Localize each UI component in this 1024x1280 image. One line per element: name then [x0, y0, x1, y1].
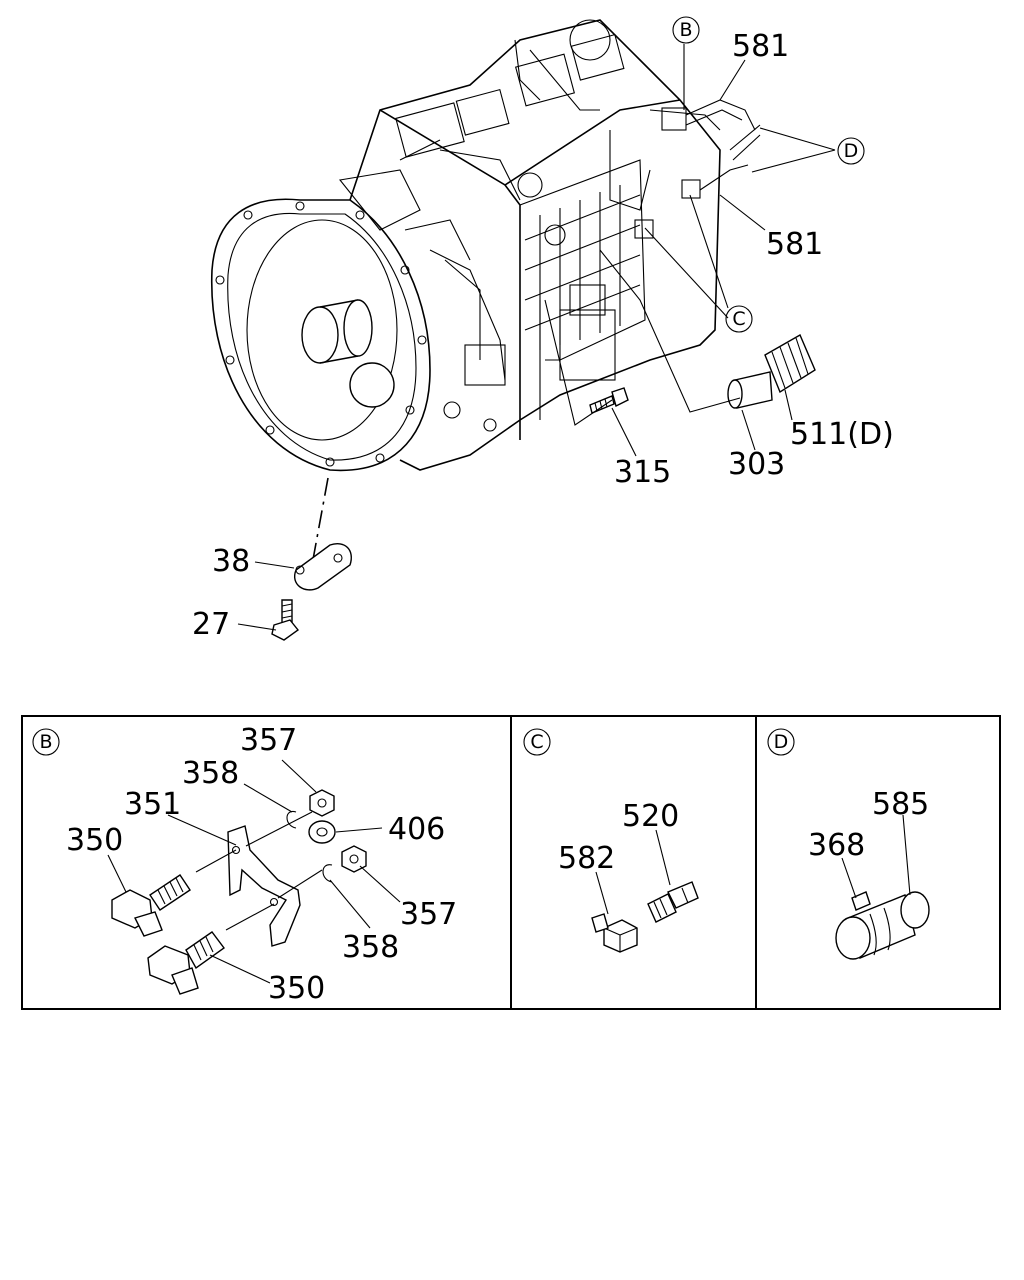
- svg-text:B: B: [39, 731, 52, 753]
- panel-d-marker: D: [767, 728, 795, 756]
- label-315: 315: [614, 455, 671, 490]
- svg-text:C: C: [530, 731, 543, 753]
- label-520: 520: [622, 799, 679, 834]
- label-303: 303: [728, 447, 785, 482]
- clip-358-bottom-drawing: [322, 864, 333, 883]
- panel-b-marker: B: [32, 728, 60, 756]
- detail-panel-b: B: [32, 723, 457, 1006]
- sensor-582-drawing: [591, 913, 638, 953]
- svg-text:D: D: [844, 140, 859, 162]
- plate-38-drawing: [293, 543, 352, 591]
- label-585: 585: [872, 787, 929, 822]
- svg-text:C: C: [732, 308, 745, 330]
- washer-406-drawing: [308, 820, 336, 844]
- detail-panel-d: D 585 368: [767, 728, 930, 960]
- label-406: 406: [388, 812, 445, 847]
- label-351: 351: [124, 787, 181, 822]
- detail-panels-frame: [21, 715, 1001, 1010]
- label-357-top: 357: [240, 723, 297, 758]
- callout-c: C: [725, 305, 753, 333]
- label-511d: 511(D): [790, 417, 894, 452]
- nut-357-right-drawing: [341, 845, 367, 873]
- label-350-bottom: 350: [268, 971, 325, 1006]
- bolt-315-drawing: [589, 387, 629, 414]
- panel-c-marker: C: [523, 728, 551, 756]
- label-357-right: 357: [400, 897, 457, 932]
- label-27: 27: [192, 607, 230, 642]
- label-368: 368: [808, 828, 865, 863]
- clamp-368-drawing: [851, 891, 871, 911]
- assembly-guide-line: [311, 477, 329, 566]
- label-358-bottom: 358: [342, 930, 399, 965]
- label-350-left: 350: [66, 823, 123, 858]
- bracket-351-drawing: [227, 825, 301, 947]
- fitting-520-drawing: [647, 881, 699, 923]
- label-38: 38: [212, 544, 250, 579]
- hose-585-drawing: [835, 891, 930, 960]
- label-358-top: 358: [182, 756, 239, 791]
- detail-panel-c: C 520 582: [523, 728, 699, 953]
- clip-358-top-drawing: [286, 810, 297, 829]
- label-581-mid: 581: [766, 227, 823, 262]
- connector-350-bottom-drawing: [147, 931, 225, 995]
- svg-text:D: D: [774, 731, 789, 753]
- label-582: 582: [558, 841, 615, 876]
- shaft-303-boot-511-drawing: [727, 334, 816, 409]
- nut-357-top-drawing: [309, 789, 335, 817]
- label-581-top: 581: [732, 29, 789, 64]
- connector-350-left-drawing: [111, 874, 191, 937]
- bolt-27-drawing: [271, 599, 300, 641]
- main-leader-lines: [237, 44, 836, 631]
- transmission-assembly-drawing: [210, 19, 761, 472]
- callout-b: B: [672, 16, 700, 44]
- callout-d: D: [837, 137, 865, 165]
- svg-text:B: B: [679, 19, 692, 41]
